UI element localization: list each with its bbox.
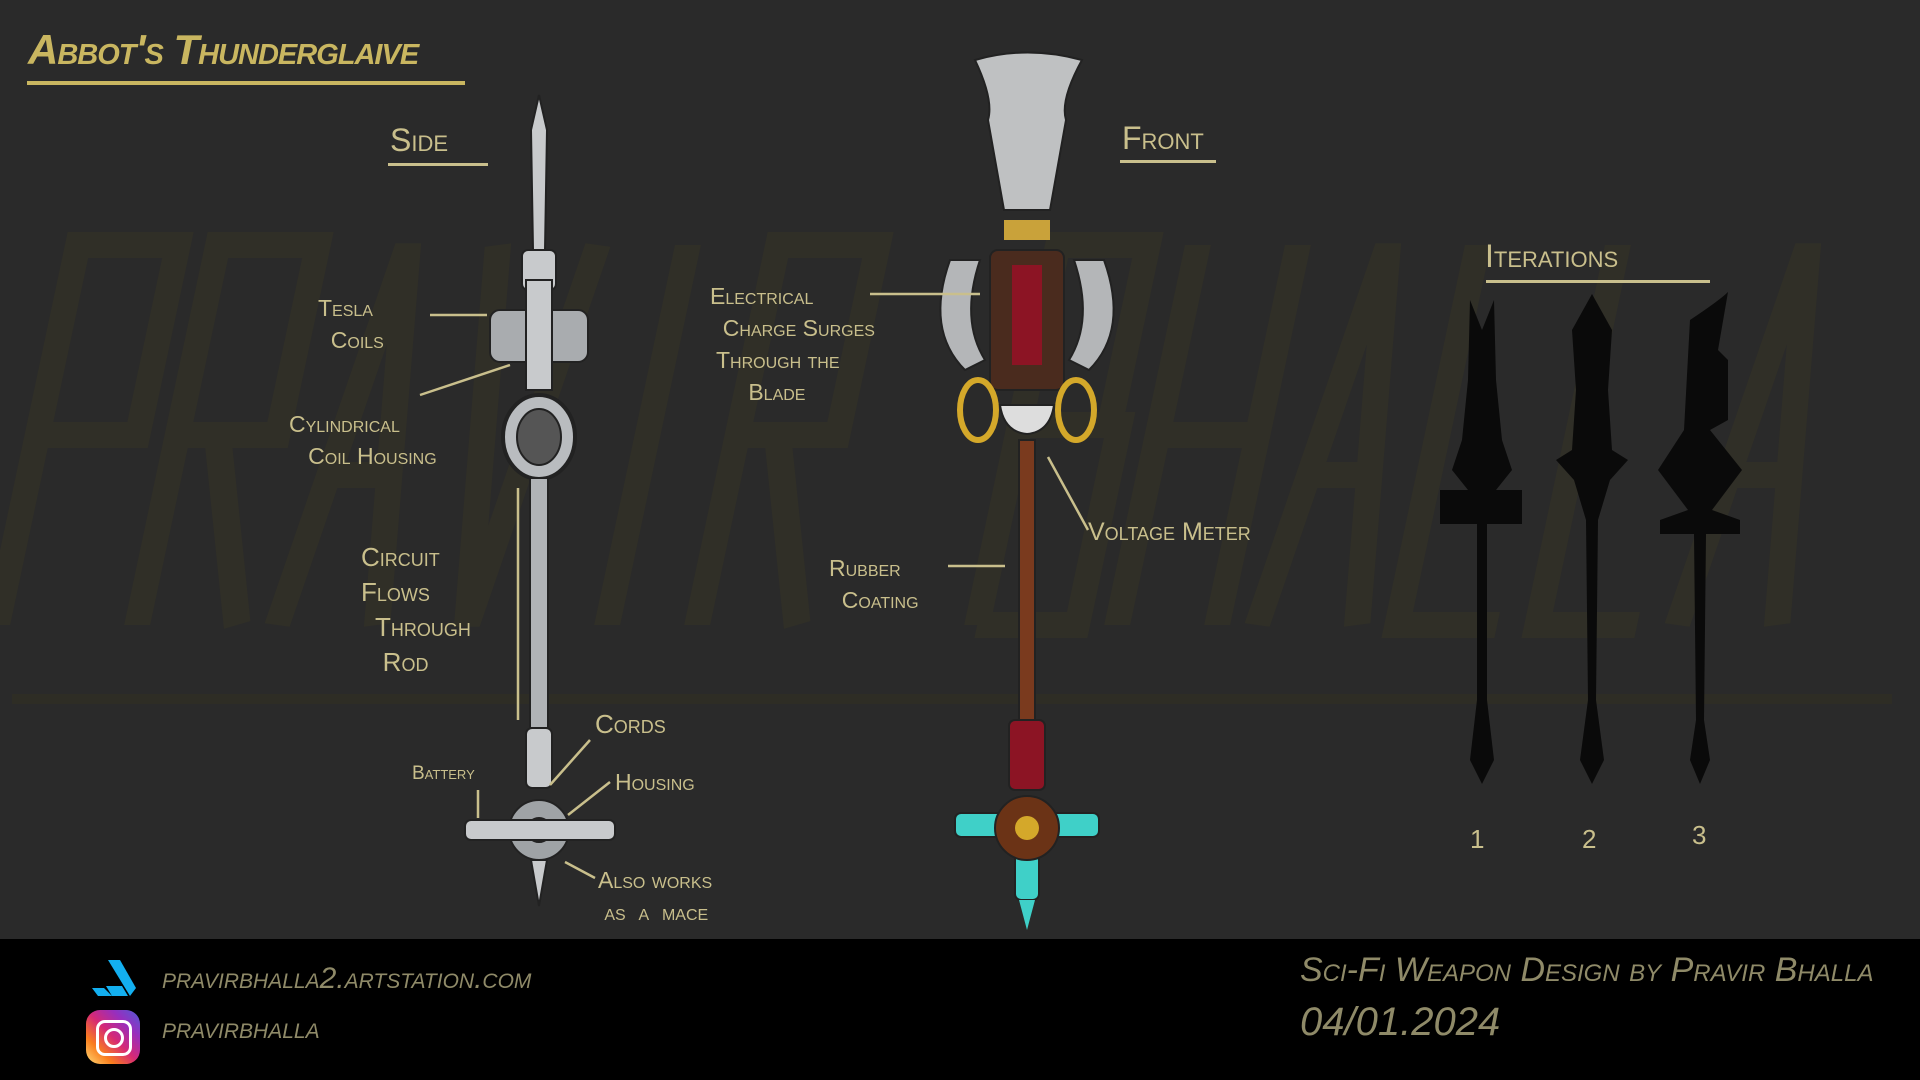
watermark-letter-i: [594, 245, 701, 625]
iteration-number-1: 1: [1470, 824, 1485, 854]
iterations-label: Iterations: [1485, 238, 1619, 274]
iteration-number-2: 2: [1582, 824, 1597, 854]
iteration-number-3: 3: [1692, 820, 1707, 850]
watermark-line: [12, 694, 1892, 704]
annotation-mace: Also works as a mace: [598, 867, 713, 925]
annotation-electrical: Electrical Charge Surges Through the Bla…: [710, 283, 875, 405]
credit-text: Sci-Fi Weapon Design by Pravir Bhalla: [1300, 951, 1874, 989]
annotation-arrows: [419, 292, 1090, 880]
front-underline: [1120, 160, 1216, 163]
annotation-cords: Cords: [595, 709, 666, 739]
iteration-2-silhouette: [1556, 294, 1628, 784]
instagram-handle[interactable]: pravirbhalla: [162, 1012, 320, 1045]
artstation-link[interactable]: pravirbhalla2.artstation.com: [162, 962, 532, 995]
title-underline: [27, 81, 465, 85]
page-title: Abbot's Thunderglaive: [28, 26, 419, 73]
instagram-icon[interactable]: [86, 1010, 140, 1064]
iterations-underline: [1486, 280, 1710, 283]
annotation-battery: Battery: [412, 763, 475, 784]
side-label: Side: [390, 122, 449, 158]
annotation-voltage-meter: Voltage Meter: [1088, 518, 1251, 546]
front-view-weapon: [939, 51, 1115, 930]
side-underline: [388, 163, 488, 166]
watermark-letter-p: [0, 232, 194, 625]
annotation-housing: Housing: [615, 769, 695, 795]
annotation-tesla-coils: Tesla Coils: [318, 295, 384, 353]
annotation-coil-housing: Cylindrical Coil Housing: [289, 411, 437, 469]
artstation-icon[interactable]: [90, 958, 138, 998]
watermark-letter-a: [1244, 243, 1402, 627]
date-text: 04/01.2024: [1300, 1000, 1501, 1044]
iteration-3-silhouette: [1658, 292, 1742, 784]
footer: [0, 939, 1920, 1080]
front-label: Front: [1122, 120, 1204, 156]
watermark-letter-h: [1104, 245, 1311, 625]
instagram-icon-frame: [96, 1020, 132, 1056]
side-view-weapon: [464, 94, 616, 907]
annotation-rubber-coating: Rubber Coating: [829, 555, 919, 613]
annotation-circuit: Circuit Flows Through Rod: [361, 542, 471, 677]
instagram-icon-lens: [104, 1028, 124, 1048]
iteration-1-silhouette: [1440, 300, 1522, 784]
